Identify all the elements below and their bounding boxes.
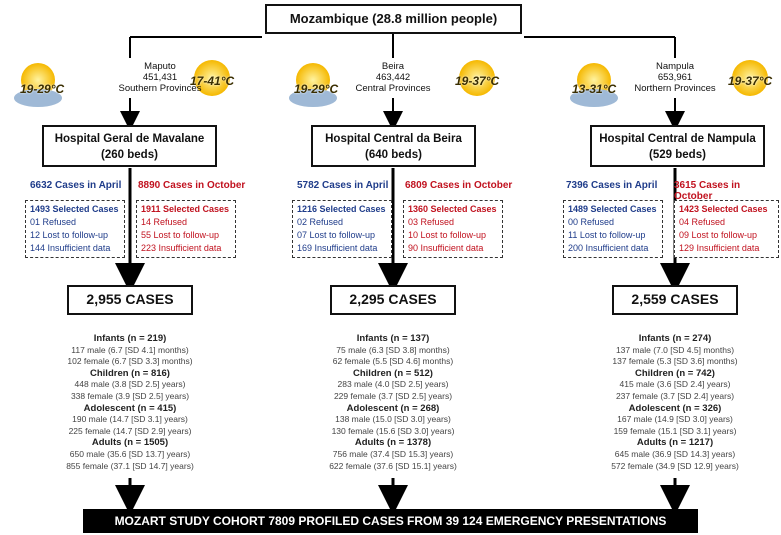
region-beira: Beira 463,442 Central Provinces (333, 61, 453, 94)
country-title: Mozambique (28.8 million people) (265, 4, 522, 34)
october-selection-nampula: 1423 Selected Cases 04 Refused 09 Lost t… (674, 200, 779, 258)
city-population: 463,442 (375, 72, 411, 83)
province-name: Northern Provinces (634, 83, 716, 94)
hospital-beds: (640 beds) (365, 149, 422, 161)
hospital-name: Hospital Geral de Mavalane (54, 133, 205, 145)
weather-icon-beira-april (289, 63, 337, 107)
october-selection-beira: 1360 Selected Cases 03 Refused 10 Lost t… (403, 200, 503, 258)
hospital-beds: (260 beds) (101, 149, 158, 161)
temp-april-nampula: 13-31°C (572, 82, 617, 96)
temp-october-beira: 19-37°C (455, 74, 500, 88)
region-maputo: Maputo 451,431 Southern Provinces (100, 61, 220, 94)
hospital-maputo: Hospital Geral de Mavalane (260 beds) (42, 125, 217, 167)
april-cases-maputo: 6632 Cases in April (30, 180, 122, 191)
province-name: Southern Provinces (118, 83, 202, 94)
october-cases-maputo: 8890 Cases in October (138, 180, 246, 191)
province-name: Central Provinces (355, 83, 431, 94)
temp-october-maputo: 17-41°C (190, 74, 235, 88)
temp-october-nampula: 19-37°C (728, 74, 773, 88)
hospital-beira: Hospital Central da Beira (640 beds) (311, 125, 476, 167)
april-selection-beira: 1216 Selected Cases 02 Refused 07 Lost t… (292, 200, 392, 258)
weather-icon-maputo-april (14, 63, 62, 107)
city-population: 653,961 (657, 72, 693, 83)
weather-icon-nampula-october (732, 60, 768, 96)
total-cases-beira: 2,295 CASES (330, 285, 456, 315)
city-name: Maputo (144, 61, 176, 72)
october-cases-nampula: 3615 Cases in October (674, 180, 741, 202)
total-cases-maputo: 2,955 CASES (67, 285, 193, 315)
april-selection-maputo: 1493 Selected Cases 01 Refused 12 Lost t… (25, 200, 125, 258)
city-name: Beira (381, 61, 405, 72)
october-selection-maputo: 1911 Selected Cases 14 Refused 55 Lost t… (136, 200, 236, 258)
demographics-maputo: Infants (n = 219) 117 male (6.7 [SD 4.1]… (66, 333, 194, 471)
october-cases-beira: 6809 Cases in October (405, 180, 513, 191)
hospital-nampula: Hospital Central de Nampula (529 beds) (590, 125, 765, 167)
temp-april-beira: 19-29°C (294, 82, 339, 96)
april-selection-nampula: 1489 Selected Cases 00 Refused 11 Lost t… (563, 200, 663, 258)
cohort-banner: MOZART STUDY COHORT 7809 PROFILED CASES … (83, 509, 698, 533)
demographics-beira: Infants (n = 137) 75 male (6.3 [SD 3.8] … (329, 333, 457, 471)
hospital-beds: (529 beds) (649, 149, 706, 161)
temp-april-maputo: 19-29°C (20, 82, 65, 96)
demographics-nampula: Infants (n = 274) 137 male (7.0 [SD 4.5]… (611, 333, 739, 471)
city-name: Nampula (655, 61, 695, 72)
weather-icon-beira-october (459, 60, 495, 96)
weather-icon-maputo-october (194, 60, 230, 96)
april-cases-beira: 5782 Cases in April (297, 180, 389, 191)
weather-icon-nampula-april (570, 63, 618, 107)
hospital-name: Hospital Central da Beira (325, 133, 462, 145)
hospital-name: Hospital Central de Nampula (599, 133, 756, 145)
region-nampula: Nampula 653,961 Northern Provinces (615, 61, 735, 94)
total-cases-nampula: 2,559 CASES (612, 285, 738, 315)
city-population: 451,431 (142, 72, 178, 83)
april-cases-nampula: 7396 Cases in April (566, 180, 658, 191)
